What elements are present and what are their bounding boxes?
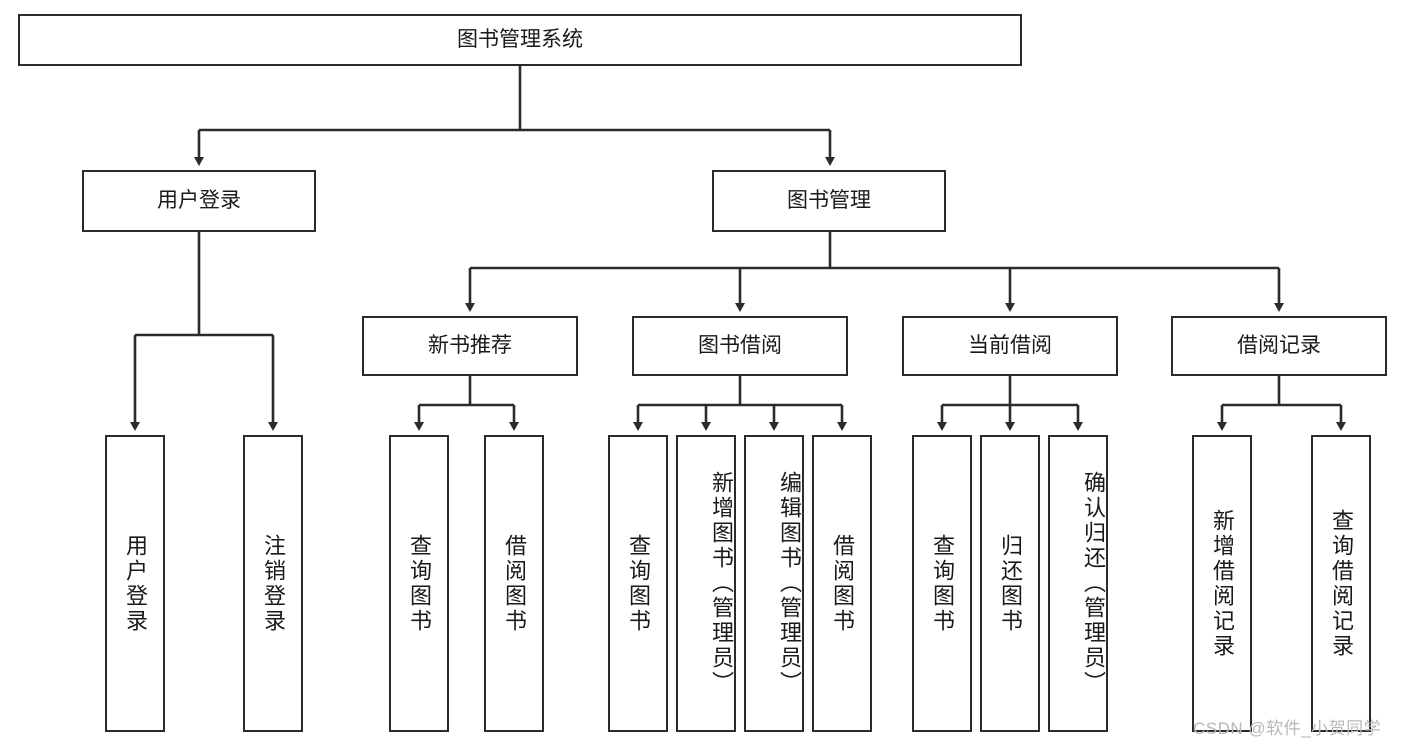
node-leaf-confirm-return[interactable]: 确认归还（管理员） (1048, 435, 1108, 732)
node-leaf-logout-login[interactable]: 注销登录 (243, 435, 303, 732)
leaf-label: 借阅图书 (829, 533, 855, 634)
node-leaf-add-record[interactable]: 新增借阅记录 (1192, 435, 1252, 732)
leaf-label: 查询图书 (406, 533, 432, 634)
watermark-text: CSDN @软件_小贺同学 (1193, 719, 1382, 738)
node-leaf-user-login[interactable]: 用户登录 (105, 435, 165, 732)
node-book-borrow[interactable]: 图书借阅 (632, 316, 848, 376)
node-leaf-query-record[interactable]: 查询借阅记录 (1311, 435, 1371, 732)
node-book-management[interactable]: 图书管理 (712, 170, 946, 232)
leaf-label: 查询借阅记录 (1328, 508, 1354, 659)
node-leaf-add-book[interactable]: 新增图书（管理员） (676, 435, 736, 732)
node-leaf-query-book-2[interactable]: 查询图书 (608, 435, 668, 732)
leaf-label: 归还图书 (997, 533, 1023, 634)
leaf-label: 查询图书 (929, 533, 955, 634)
leaf-label: 查询图书 (625, 533, 651, 634)
leaf-label: 编辑图书（管理员） (777, 471, 802, 696)
node-user-login[interactable]: 用户登录 (82, 170, 316, 232)
node-leaf-borrow-book-2[interactable]: 借阅图书 (812, 435, 872, 732)
leaf-label: 注销登录 (260, 533, 286, 634)
leaf-label: 新增借阅记录 (1209, 508, 1235, 659)
leaf-label: 确认归还（管理员） (1081, 471, 1106, 696)
node-root-system[interactable]: 图书管理系统 (18, 14, 1022, 66)
leaf-label: 新增图书（管理员） (709, 471, 734, 696)
node-new-book-recommend[interactable]: 新书推荐 (362, 316, 578, 376)
node-leaf-query-book-1[interactable]: 查询图书 (389, 435, 449, 732)
node-leaf-return-book[interactable]: 归还图书 (980, 435, 1040, 732)
leaf-label: 借阅图书 (501, 533, 527, 634)
node-leaf-query-book-3[interactable]: 查询图书 (912, 435, 972, 732)
leaf-label: 用户登录 (122, 533, 148, 634)
node-leaf-borrow-book-1[interactable]: 借阅图书 (484, 435, 544, 732)
node-leaf-edit-book[interactable]: 编辑图书（管理员） (744, 435, 804, 732)
node-borrow-record[interactable]: 借阅记录 (1171, 316, 1387, 376)
node-current-borrow[interactable]: 当前借阅 (902, 316, 1118, 376)
